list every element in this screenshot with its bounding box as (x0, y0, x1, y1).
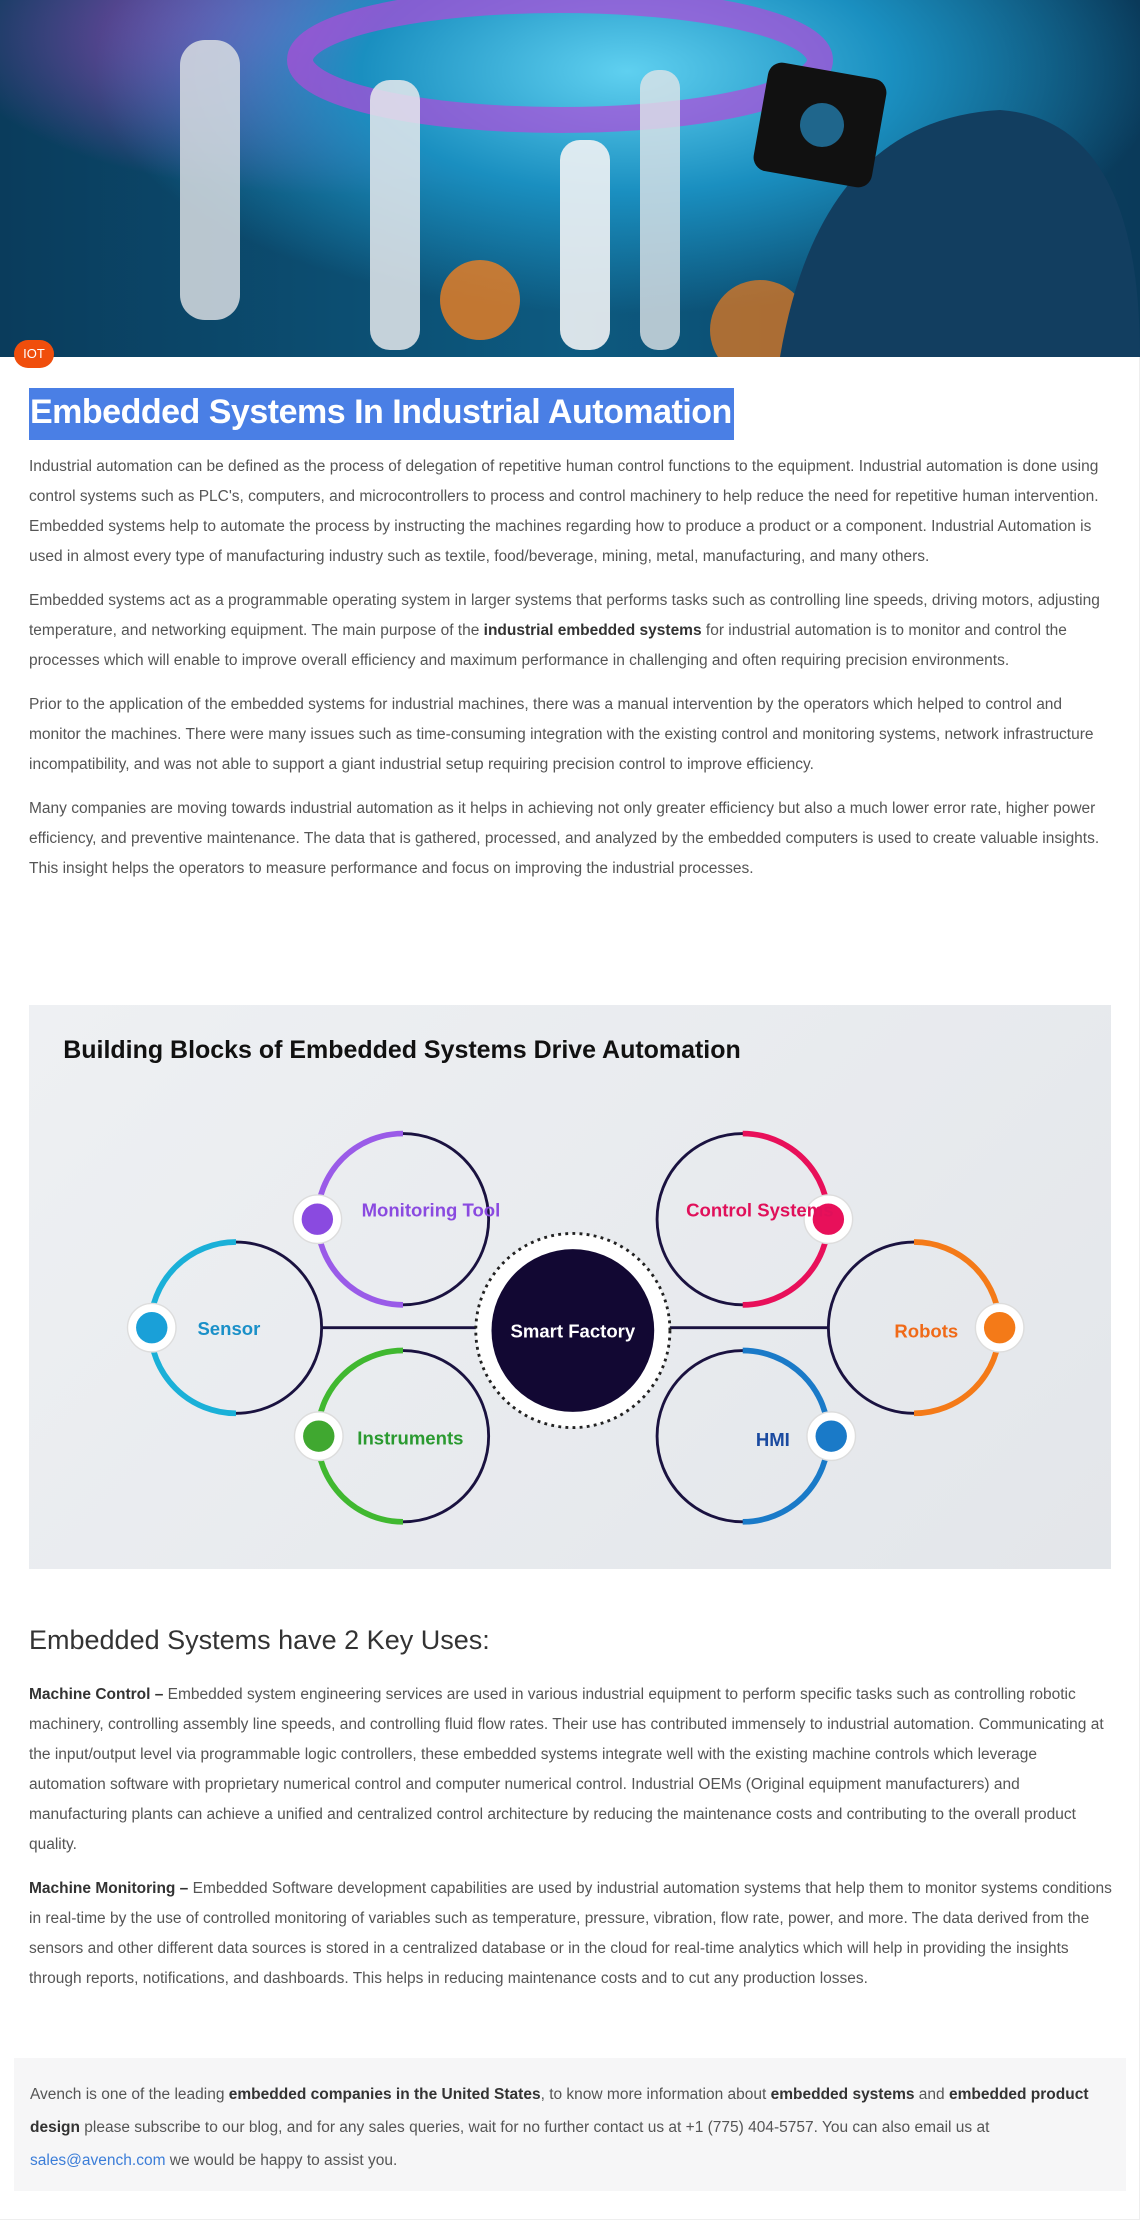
node-sensor: Sensor (197, 1318, 260, 1339)
email-link[interactable]: sales@avench.com (30, 2152, 166, 2169)
monitoring-icon (301, 1203, 334, 1235)
node-instruments: Instruments (357, 1428, 463, 1449)
key-uses: Machine Control – Embedded system engine… (29, 1680, 1113, 2008)
node-hmi: HMI (756, 1429, 790, 1450)
paragraph: Prior to the application of the embedded… (29, 696, 1094, 773)
category-tag[interactable]: IOT (14, 340, 54, 368)
infographic: Building Blocks of Embedded Systems Driv… (29, 1005, 1111, 1569)
article-intro: Industrial automation can be defined as … (29, 452, 1113, 898)
section-heading: Embedded Systems have 2 Key Uses: (29, 1625, 490, 1655)
paragraph: Machine Control – Embedded system engine… (29, 1686, 1104, 1853)
node-monitoring: Monitoring Tool (362, 1199, 501, 1220)
node-robots: Robots (894, 1321, 958, 1342)
paragraph: Embedded systems act as a programmable o… (29, 592, 1100, 669)
building-blocks-diagram: Building Blocks of Embedded Systems Driv… (63, 1036, 1025, 1525)
page-title: Embedded Systems In Industrial Automatio… (29, 388, 734, 440)
sensor-icon (136, 1311, 168, 1344)
center-label: Smart Factory (510, 1321, 635, 1342)
robot-arms-illustration (180, 0, 1140, 357)
contact-callout: Avench is one of the leading embedded co… (14, 2058, 1126, 2191)
paragraph: Machine Monitoring – Embedded Software d… (29, 1880, 1112, 1987)
robot-icon (983, 1311, 1016, 1344)
instruments-icon (303, 1420, 335, 1452)
infographic-title: Building Blocks of Embedded Systems Driv… (63, 1036, 741, 1064)
node-control: Control Systems (686, 1199, 833, 1220)
paragraph: Industrial automation can be defined as … (29, 458, 1099, 565)
hero-image (0, 0, 1140, 357)
paragraph: Many companies are moving towards indust… (29, 800, 1100, 877)
control-icon (812, 1203, 845, 1235)
hmi-icon (815, 1420, 847, 1452)
